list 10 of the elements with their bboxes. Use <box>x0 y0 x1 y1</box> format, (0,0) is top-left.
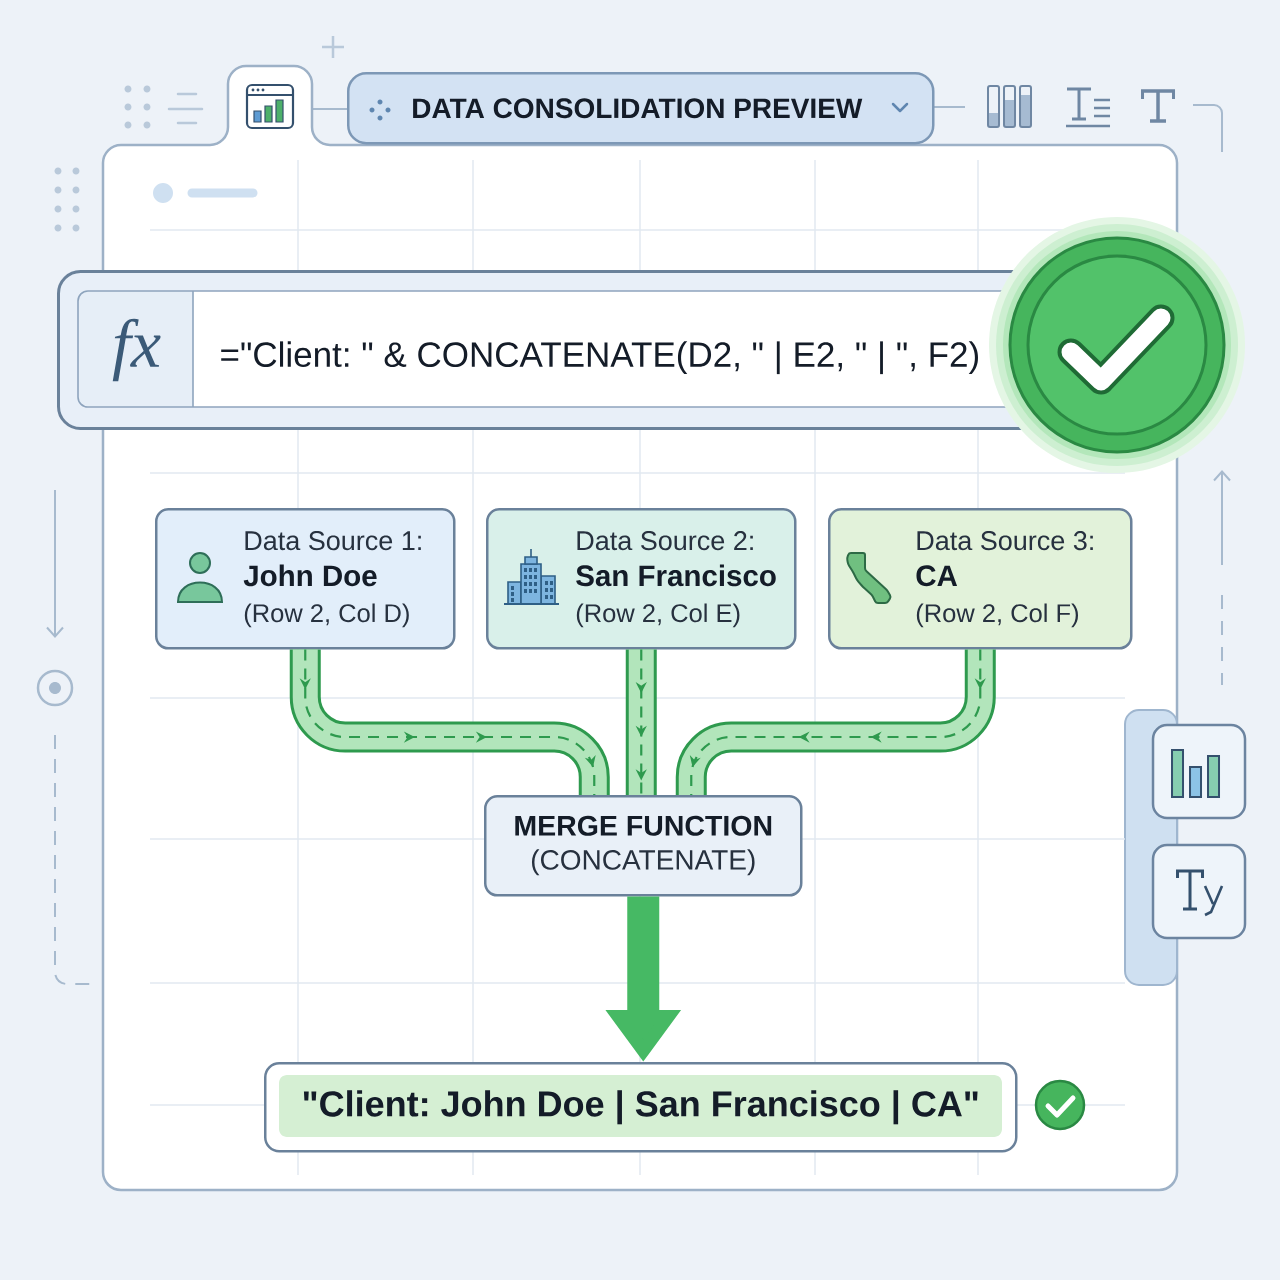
title-tab: DATA CONSOLIDATION PREVIEW <box>347 72 935 145</box>
function-box: MERGE FUNCTION (CONCATENATE) <box>484 795 803 897</box>
flow-pipe <box>625 649 657 795</box>
data-source-box: Data Source 3: CA (Row 2, Col F) <box>828 508 1133 650</box>
flow-pipe <box>289 649 610 795</box>
data-source-box: Data Source 1: John Doe (Row 2, Col D) <box>155 508 456 650</box>
data-source-box: Data Source 2: San Francisco (Row 2, Col E) <box>486 508 797 650</box>
result-box: "Client: John Doe | San Francisco | CA" <box>264 1062 1018 1153</box>
formula-bar: fx ="Client: " & CONCATENATE(D2, " | E2, " | ", F2) <box>57 270 1063 430</box>
flow-pipe <box>675 649 996 795</box>
